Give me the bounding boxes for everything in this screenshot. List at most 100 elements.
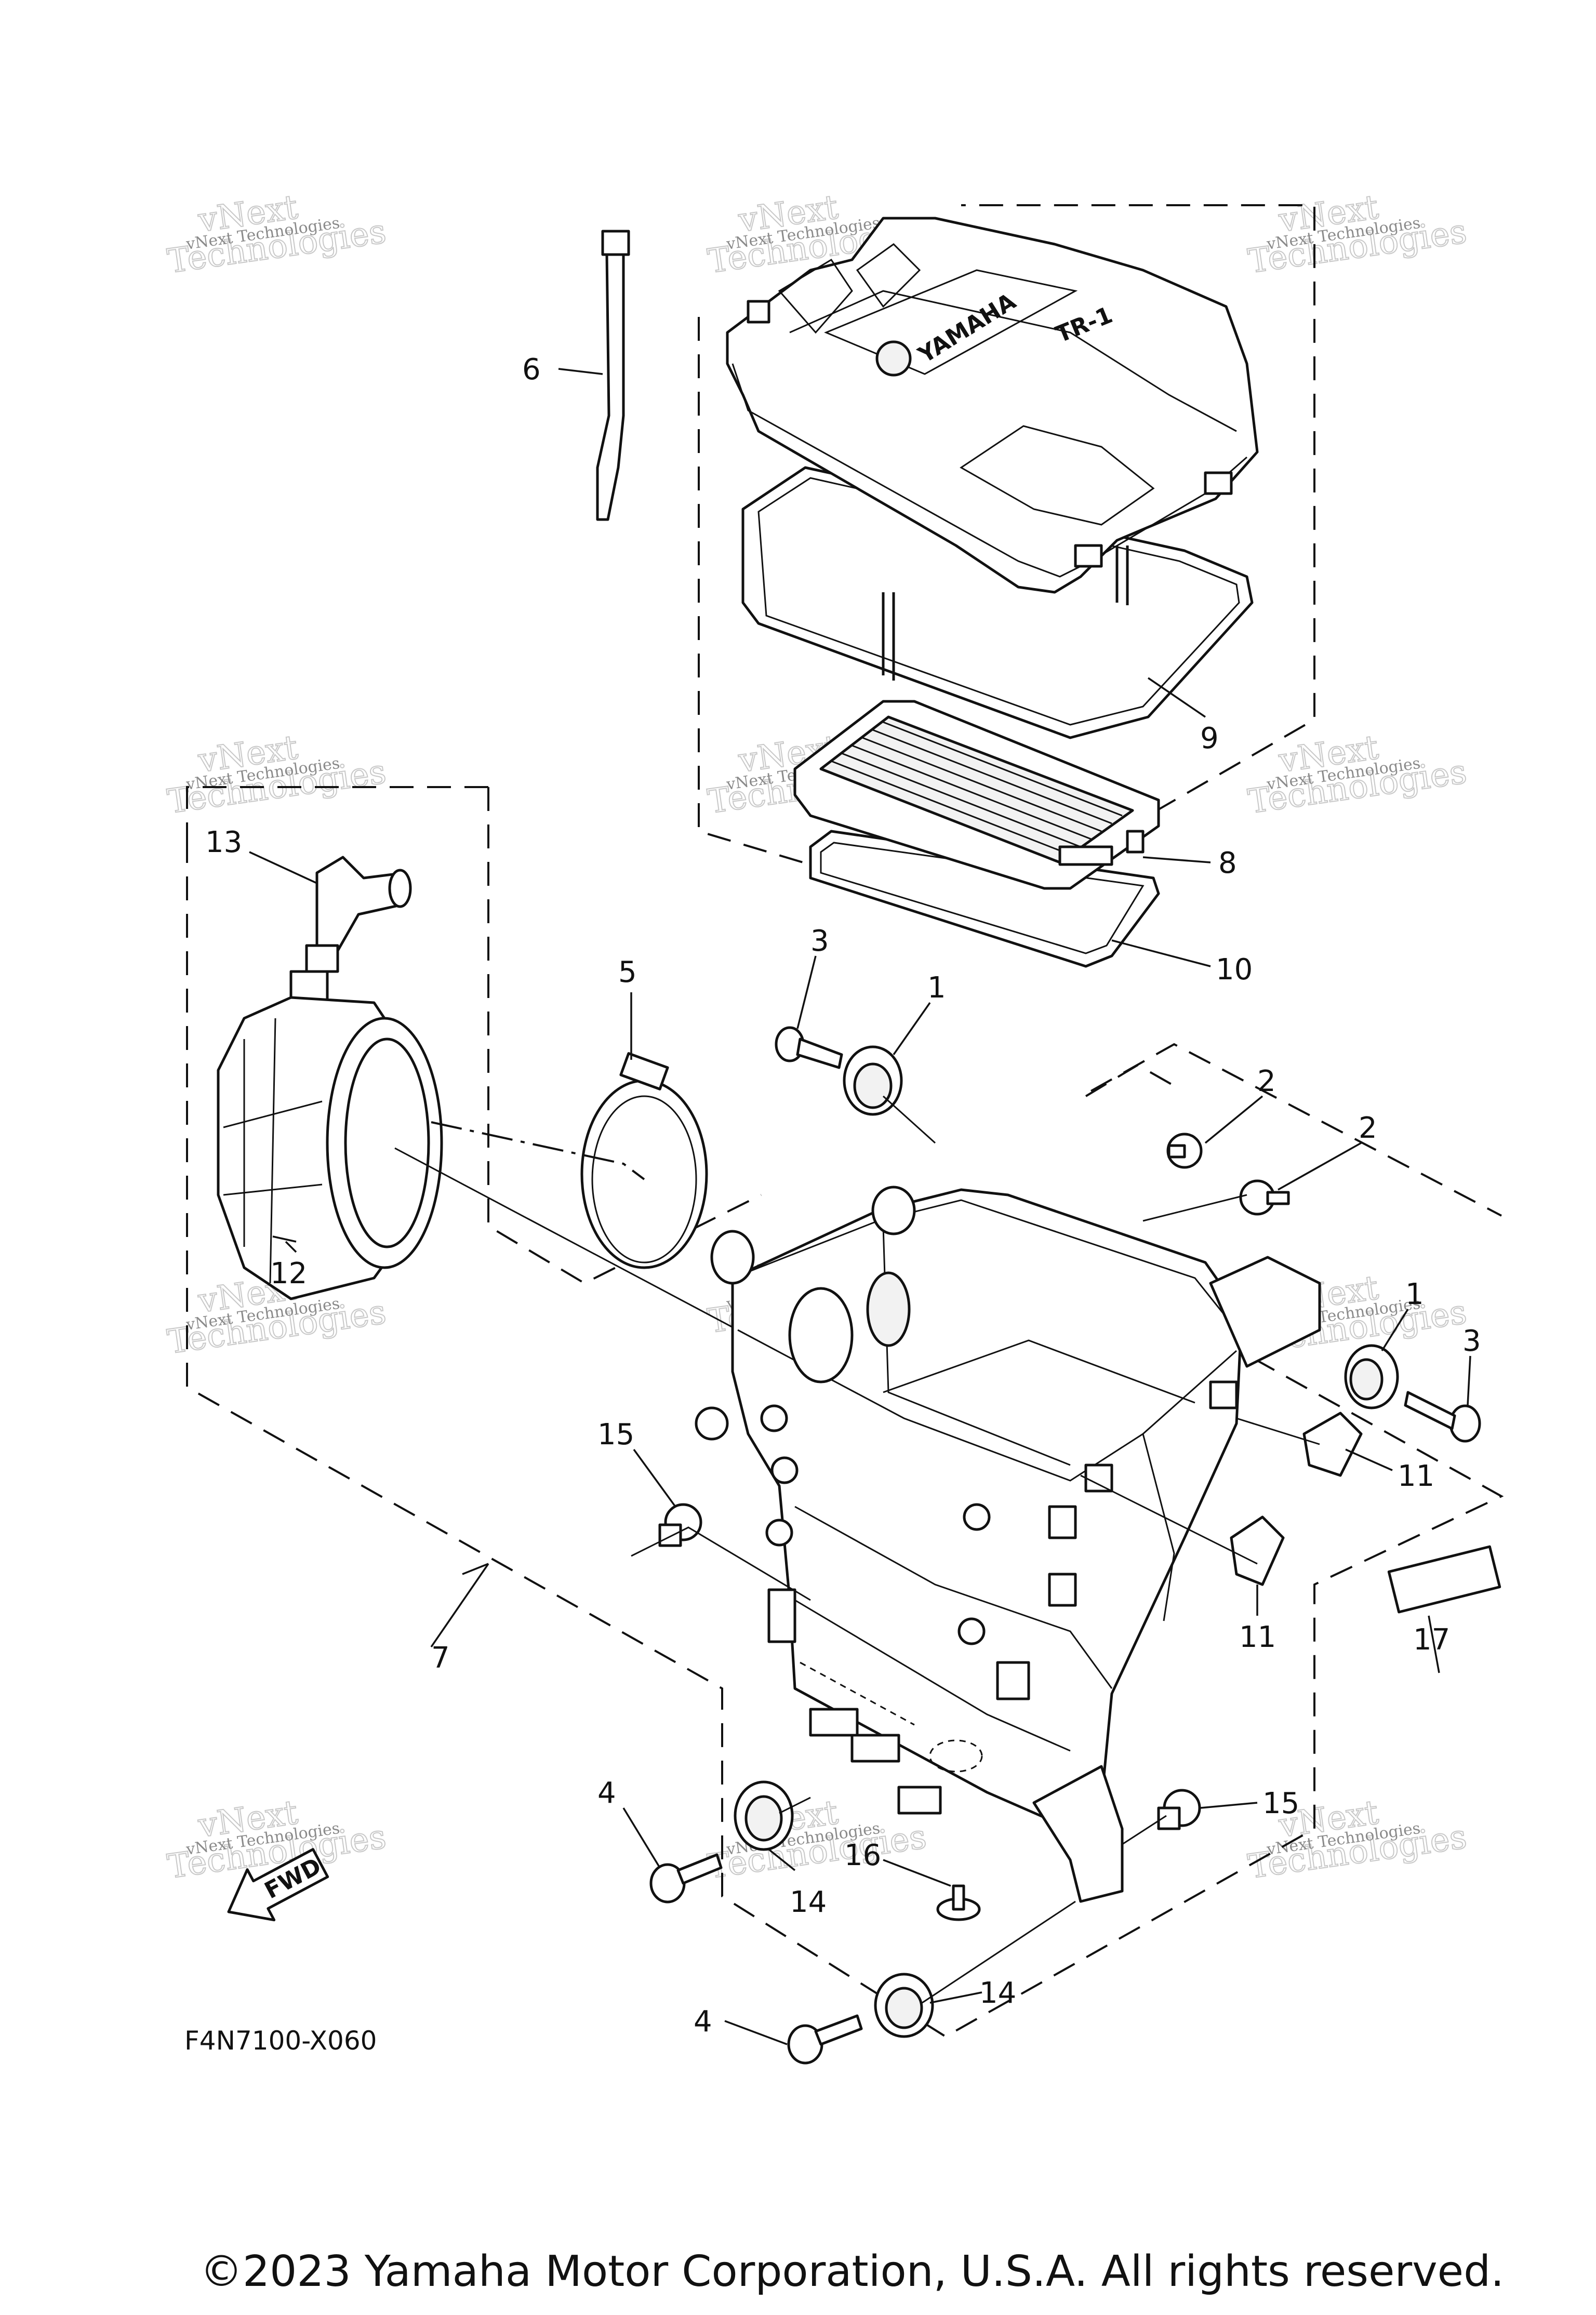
callout-3-right: 3 bbox=[1462, 1324, 1481, 1358]
bolt-shank bbox=[676, 1853, 723, 1885]
case-drain-spout bbox=[1032, 1765, 1124, 1903]
yamaha-emblem-icon bbox=[875, 340, 912, 377]
case-mount-tab-5 bbox=[1209, 1380, 1238, 1409]
callout-2-a: 2 bbox=[1257, 1065, 1276, 1098]
alignment-collars bbox=[1142, 1194, 1247, 1222]
callout-12: 12 bbox=[270, 1257, 307, 1290]
air-filter bbox=[793, 700, 1160, 968]
clip-11-upper bbox=[1302, 1412, 1363, 1477]
fitting-elbow bbox=[315, 856, 407, 952]
case-nipple-4 bbox=[765, 1519, 793, 1547]
air-box-case bbox=[695, 1186, 1321, 1903]
case-drain-clip-1 bbox=[809, 1708, 859, 1737]
watermark-top-right: vNext Technologies vNext Technologies bbox=[1245, 188, 1470, 282]
watermark-mid-left: vNext Technologies vNext Technologies bbox=[165, 728, 389, 822]
case-drain-clip-3 bbox=[897, 1786, 942, 1815]
case-hidden-edge bbox=[800, 1661, 915, 1726]
fitting-port bbox=[388, 869, 412, 908]
callout-4-left: 4 bbox=[597, 1776, 616, 1810]
clamp-screw-housing bbox=[619, 1052, 669, 1090]
case-mount-tab-3 bbox=[1048, 1573, 1077, 1607]
intake-duct bbox=[217, 970, 443, 1300]
drain-valve-16 bbox=[936, 1884, 981, 1921]
cover-clip-front bbox=[1074, 544, 1103, 568]
case-inner-floor bbox=[883, 1339, 1195, 1404]
alignment-clip-11-lower bbox=[1080, 1474, 1258, 1565]
alignment-grommet-14-bottom bbox=[922, 1900, 1076, 2004]
cover-rear-panel bbox=[778, 258, 853, 334]
alignment-grommet-top bbox=[882, 1095, 936, 1144]
cable-tie bbox=[596, 230, 630, 521]
case-right-bracket bbox=[1209, 1256, 1321, 1368]
cover-clip-right bbox=[1204, 471, 1233, 495]
bolt-shank bbox=[1404, 1391, 1456, 1430]
callout-6: 6 bbox=[522, 353, 541, 387]
callout-15-right: 15 bbox=[1262, 1787, 1299, 1820]
grommet-inner bbox=[1349, 1358, 1384, 1401]
callout-5: 5 bbox=[618, 955, 637, 989]
cable-tie-strap bbox=[596, 253, 625, 521]
case-rim-front bbox=[737, 1329, 1237, 1482]
collar-body bbox=[1167, 1144, 1186, 1159]
case-nipple-3 bbox=[770, 1456, 799, 1484]
grommet-14-bottom bbox=[874, 1973, 934, 2038]
case-drain-clip-2 bbox=[850, 1734, 900, 1763]
callout-14-left: 14 bbox=[790, 1885, 827, 1919]
hose-fitting bbox=[305, 856, 412, 973]
filter-pleats bbox=[831, 721, 1123, 856]
grommet-1-right bbox=[1344, 1344, 1399, 1409]
grommet-1-top bbox=[843, 1045, 903, 1116]
callout-1-top: 1 bbox=[927, 971, 946, 1005]
cover-top-ridge bbox=[789, 290, 1237, 432]
callout-3-top: 3 bbox=[810, 924, 829, 958]
bolt-shank bbox=[814, 2014, 863, 2046]
watermark-top-left: vNext Technologies vNext Technologies bbox=[165, 188, 389, 282]
case-rim-back bbox=[732, 1199, 1238, 1331]
duct-rib-3 bbox=[223, 1100, 323, 1128]
callout-7: 7 bbox=[431, 1641, 450, 1675]
fwd-arrow-shape bbox=[227, 1848, 329, 1922]
collar-2-b bbox=[1239, 1179, 1290, 1216]
case-lower-edge bbox=[794, 1599, 1071, 1752]
label-17 bbox=[1387, 1545, 1501, 1614]
callout-11-lower: 11 bbox=[1239, 1620, 1276, 1654]
case-intake-opening bbox=[788, 1287, 854, 1383]
clamp-band-inner bbox=[591, 1095, 697, 1263]
alignment-duct-box bbox=[394, 1147, 738, 1331]
group-outline-inner bbox=[1090, 1043, 1502, 1217]
clamp-band-outer bbox=[580, 1079, 708, 1269]
cover-clip-rear bbox=[747, 300, 770, 324]
callout-8: 8 bbox=[1218, 846, 1237, 880]
duct-rib-4 bbox=[223, 1183, 323, 1196]
cover-rear-panel-2 bbox=[856, 243, 921, 308]
diagram-code: F4N7100-X060 bbox=[184, 2026, 377, 2056]
grommet-inner bbox=[885, 1987, 923, 2029]
filter-tab bbox=[1126, 830, 1145, 854]
callout-13: 13 bbox=[205, 826, 242, 859]
drain-valve-stem bbox=[952, 1884, 965, 1911]
case-drain-hole bbox=[929, 1739, 983, 1773]
callout-17: 17 bbox=[1413, 1623, 1450, 1657]
callout-10: 10 bbox=[1216, 953, 1253, 987]
alignment-duct-clamp bbox=[431, 1121, 645, 1180]
bolt-3-top bbox=[775, 1026, 843, 1069]
bolt-shank bbox=[796, 1037, 843, 1069]
callout-leaders bbox=[249, 368, 1471, 2045]
case-grommet-boss-1 bbox=[710, 1230, 755, 1285]
grommet-inner bbox=[853, 1062, 893, 1109]
duct-rib-2 bbox=[269, 1018, 276, 1284]
collar-2-a bbox=[1166, 1133, 1203, 1169]
filter-gasket-inner bbox=[820, 842, 1145, 954]
bolt-head bbox=[1449, 1404, 1481, 1443]
case-mount-tab-4 bbox=[996, 1661, 1030, 1700]
case-mount-tab-2 bbox=[1048, 1505, 1077, 1539]
collar-body bbox=[1266, 1191, 1290, 1205]
filter-label-plate bbox=[1058, 845, 1113, 866]
callout-16: 16 bbox=[844, 1839, 881, 1872]
callout-14-bottom: 14 bbox=[979, 1976, 1016, 2010]
alignment-grommet-14-left bbox=[779, 1797, 811, 1814]
callout-9: 9 bbox=[1200, 722, 1219, 755]
collar-15-left bbox=[658, 1503, 702, 1547]
cover-front-panel bbox=[960, 425, 1155, 526]
